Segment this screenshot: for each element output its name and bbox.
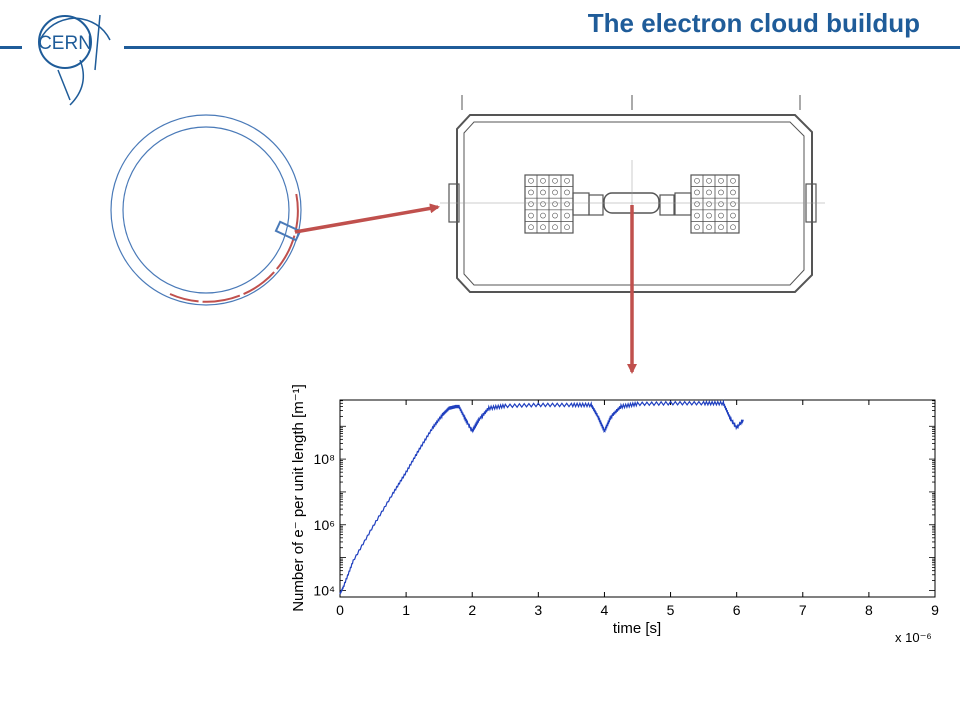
series-line	[339, 399, 744, 595]
x-tick-label: 4	[601, 602, 609, 618]
slide-title: The electron cloud buildup	[587, 8, 920, 38]
x-tick-label: 7	[799, 602, 807, 618]
arrow-to-cross-section	[294, 203, 440, 234]
x-axis-label: time [s]	[613, 620, 661, 637]
y-tick-label: 10⁶	[314, 517, 335, 533]
dipole-cross-section-diagram	[440, 95, 825, 293]
dipole-section-marker	[274, 220, 302, 242]
y-axis-ticks: 10⁴ 10⁶ 10⁸	[313, 400, 935, 598]
accelerator-ring-diagram	[110, 114, 302, 306]
x-tick-label: 1	[402, 602, 410, 618]
x-tick-label: 9	[931, 602, 939, 618]
y-tick-label: 10⁴	[313, 582, 335, 598]
x-axis-multiplier: x 10⁻⁶	[895, 630, 932, 645]
header-rule-right	[124, 46, 960, 49]
header-rule-left	[0, 46, 22, 49]
y-tick-label: 10⁸	[314, 451, 336, 467]
x-tick-label: 6	[733, 602, 741, 618]
x-tick-label: 5	[667, 602, 675, 618]
x-tick-label: 8	[865, 602, 873, 618]
ring-inner	[122, 126, 290, 294]
magnet-arcs	[169, 193, 299, 303]
x-tick-label: 0	[336, 602, 344, 618]
x-axis-ticks: 0 1 2 3 4 5 6 7 8 9	[336, 400, 939, 618]
y-axis-label: Number of e⁻ per unit length [m⁻¹]	[290, 384, 307, 612]
plot-area	[339, 399, 936, 598]
cern-logo-icon: CERN	[38, 14, 111, 106]
electron-buildup-chart: 0 1 2 3 4 5 6 7 8 9 10⁴ 10⁶ 10⁸ time [s] x 10⁻⁶ Num…	[290, 384, 939, 645]
x-tick-label: 3	[534, 602, 542, 618]
ring-outer	[110, 114, 302, 306]
cern-logo-text: CERN	[38, 33, 92, 54]
x-tick-label: 2	[468, 602, 476, 618]
